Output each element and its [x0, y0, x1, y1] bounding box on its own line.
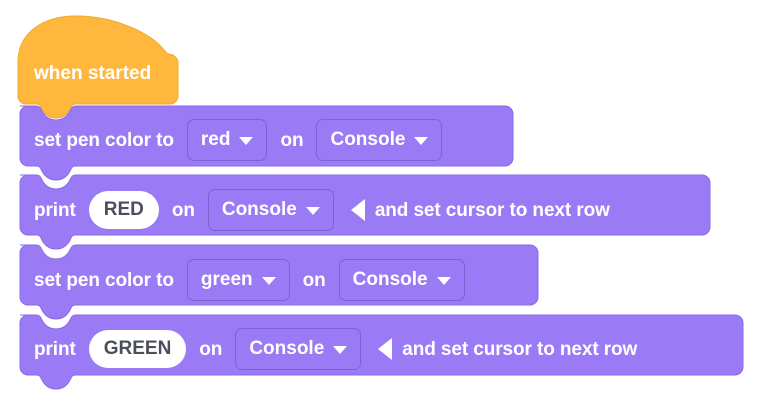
block-row-print-red[interactable]: print RED on Console and set cursor to n… [34, 188, 610, 232]
chevron-down-icon [239, 137, 254, 145]
target-dropdown-console-4-value: Console [249, 338, 325, 359]
block-shape-when-started[interactable] [17, 15, 179, 119]
print-label-start: print [34, 199, 76, 221]
target-dropdown-console-1[interactable]: Console [316, 119, 443, 161]
block-row-set-pen-red[interactable]: set pen color to red on Console [34, 118, 443, 162]
block-shape-print-red[interactable] [19, 174, 711, 250]
target-dropdown-console-1-value: Console [330, 129, 406, 150]
chevron-down-icon [261, 277, 276, 285]
print-label-on: on [171, 199, 195, 221]
triangle-left-icon[interactable] [350, 199, 365, 221]
print-green-label-end: and set cursor to next row [402, 338, 638, 360]
set-pen-color-green-label-on: on [302, 269, 326, 291]
set-pen-color-green-label-start: set pen color to [34, 269, 174, 291]
block-row-set-pen-green[interactable]: set pen color to green on Console [34, 258, 465, 302]
target-dropdown-console-4[interactable]: Console [235, 328, 362, 370]
print-green-label-on: on [199, 338, 223, 360]
print-text-input-green[interactable]: GREEN [88, 330, 187, 368]
pen-color-dropdown-red-value: red [200, 129, 231, 150]
chevron-down-icon [333, 346, 348, 354]
chevron-down-icon [436, 277, 451, 285]
print-green-label-start: print [34, 338, 76, 360]
target-dropdown-console-2-value: Console [221, 199, 297, 220]
target-dropdown-console-2[interactable]: Console [207, 189, 334, 231]
target-dropdown-console-3-value: Console [352, 269, 428, 290]
triangle-left-icon[interactable] [378, 338, 393, 360]
print-label-end: and set cursor to next row [374, 199, 610, 221]
pen-color-dropdown-red[interactable]: red [186, 119, 268, 161]
block-row-print-green[interactable]: print GREEN on Console and set cursor to… [34, 327, 637, 371]
chevron-down-icon [305, 207, 320, 215]
pen-color-dropdown-green[interactable]: green [186, 259, 290, 301]
set-pen-color-label-start: set pen color to [34, 129, 174, 151]
chevron-down-icon [414, 137, 429, 145]
print-text-input-red[interactable]: RED [88, 191, 159, 229]
target-dropdown-console-3[interactable]: Console [338, 259, 465, 301]
set-pen-color-label-on: on [280, 129, 304, 151]
pen-color-dropdown-green-value: green [200, 269, 253, 290]
hat-block-label: when started [34, 63, 152, 84]
